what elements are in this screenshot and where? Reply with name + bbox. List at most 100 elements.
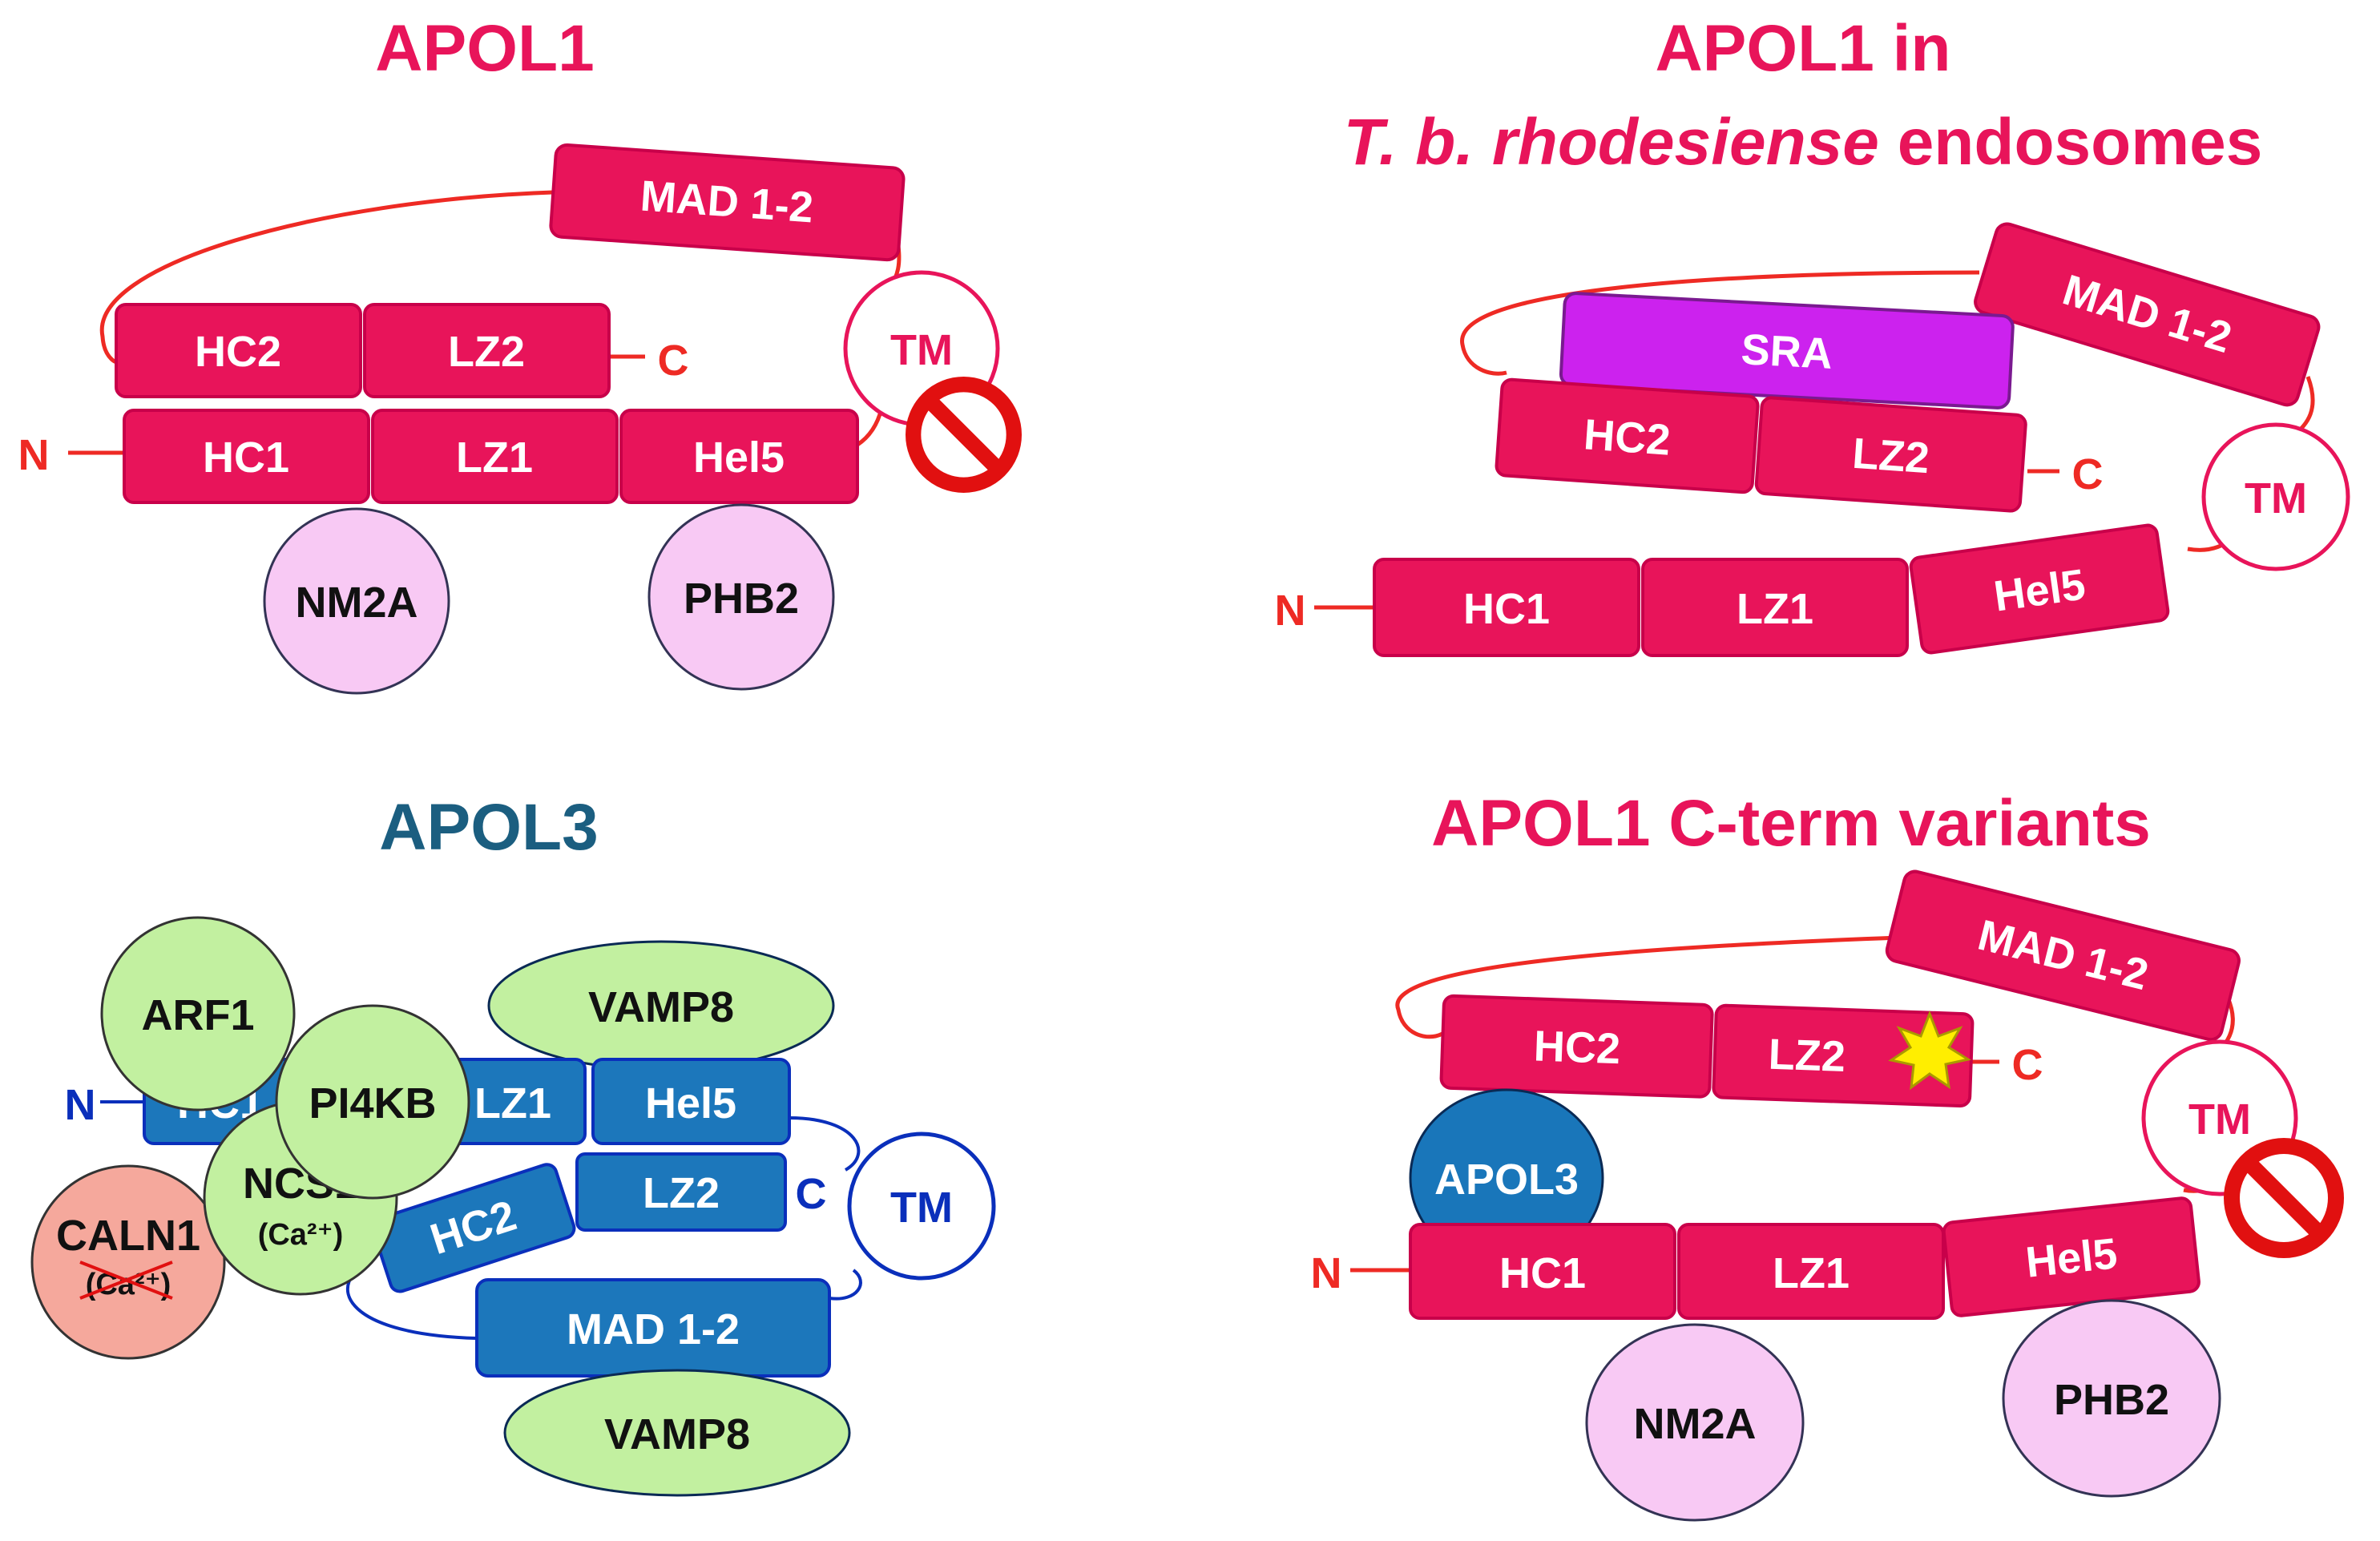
partner-arf1: ARF1	[100, 916, 296, 1111]
partner-phb2: PHB2	[647, 503, 835, 691]
domain-label: LZ2	[448, 328, 525, 376]
panel-apol3: APOL3 VAMP8 Hel5 LZ1 HC1 N LZ2 C HC2	[30, 791, 996, 1497]
title-rest: endosomes	[1879, 106, 2262, 179]
tm-label: TM	[2188, 1095, 2251, 1144]
panel-endosome: APOL1 in T. b. rhodesiense endosomes MAD…	[1275, 12, 2350, 657]
domain-label: HC1	[1463, 585, 1550, 633]
partner-label: NM2A	[295, 579, 418, 627]
partner-nm2a: NM2A	[1585, 1323, 1805, 1522]
domain-label: HC2	[195, 328, 281, 376]
domain-label: LZ1	[474, 1079, 551, 1128]
domain-hc1: HC1	[1373, 558, 1640, 657]
domain-label: HC1	[203, 434, 289, 482]
domain-label: LZ1	[1773, 1249, 1850, 1297]
domain-label: LZ2	[643, 1169, 720, 1217]
n-terminus-label: N	[1311, 1249, 1342, 1297]
domain-lz1: LZ1	[1677, 1223, 1945, 1320]
c-terminus-label: C	[2072, 450, 2104, 498]
species-name: T. b. rhodesiense	[1344, 106, 1879, 179]
n-terminus-label: N	[65, 1081, 96, 1129]
domain-lz1: LZ1	[371, 409, 619, 504]
loop-line	[1395, 935, 1900, 1039]
calcium-label: (Ca²⁺)	[86, 1268, 171, 1301]
tm-label: TM	[890, 1184, 953, 1232]
partner-label: PHB2	[2054, 1376, 2169, 1424]
partner-label: CALN1	[56, 1212, 200, 1260]
strike-line	[79, 1261, 173, 1300]
partner-phb2: PHB2	[2002, 1299, 2221, 1498]
domain-label: LZ1	[456, 434, 533, 482]
partner-vamp8-bottom: VAMP8	[503, 1369, 851, 1497]
domain-mad: MAD 1-2	[475, 1278, 831, 1378]
partner-label: ARF1	[141, 991, 254, 1039]
domain-lz1: LZ1	[1641, 558, 1909, 657]
domain-label: HC2	[1533, 1022, 1621, 1073]
domain-hc2: HC2	[371, 1163, 576, 1293]
partner-caln1: CALN1 (Ca²⁺)	[30, 1164, 226, 1360]
loop-line	[789, 1116, 861, 1172]
panel-title-line1: APOL1 in	[1655, 12, 1950, 85]
domain-label: HC1	[1499, 1249, 1586, 1297]
domain-mad: MAD 1-2	[1974, 222, 2321, 407]
domain-lz2: LZ2	[363, 303, 611, 398]
partner-label: PHB2	[684, 575, 799, 623]
domain-label: LZ1	[1737, 585, 1813, 633]
domain-hc2-lz2: HC2 LZ2	[1439, 994, 1975, 1108]
domain-hc1: HC1	[123, 409, 370, 504]
tm-label: TM	[2245, 474, 2307, 522]
domain-label: Hel5	[693, 434, 785, 482]
domain-label: LZ2	[1851, 430, 1931, 483]
partner-label: VAMP8	[604, 1410, 750, 1458]
calcium-label: (Ca²⁺)	[258, 1218, 344, 1252]
partner-label: PI4KB	[309, 1079, 436, 1128]
domain-label: HC2	[1582, 410, 1672, 464]
panel-apol1: APOL1 MAD 1-2 HC2 LZ2 C HC1 LZ1 Hel	[18, 12, 1015, 695]
c-terminus-label: C	[2012, 1041, 2043, 1089]
n-terminus-label: N	[18, 431, 50, 479]
domain-hel5: Hel5	[1909, 523, 2170, 655]
partner-apol3: APOL3	[1409, 1088, 1604, 1268]
loop-line	[829, 1269, 862, 1301]
panel-title: APOL1	[375, 12, 594, 85]
loop-line	[856, 408, 884, 447]
panel-title: APOL1 C-term variants	[1431, 787, 2151, 860]
domain-hc2	[1495, 377, 1760, 494]
partner-pi4kb: PI4KB	[275, 1004, 470, 1200]
partner-label: APOL3	[1434, 1156, 1579, 1204]
domain-label: LZ2	[1768, 1031, 1846, 1081]
domain-hc2: HC2	[115, 303, 362, 398]
domain-lz2: LZ2	[575, 1152, 787, 1232]
domain-lz2	[1754, 396, 2027, 513]
n-terminus-label: N	[1275, 587, 1306, 635]
domain-tm: TM	[847, 1132, 996, 1281]
domain-label: Hel5	[2023, 1229, 2120, 1287]
partner-nm2a: NM2A	[263, 507, 450, 695]
star-icon	[1888, 1010, 1971, 1091]
domain-mad: MAD 1-2	[549, 143, 906, 262]
domain-mad: MAD 1-2	[1885, 869, 2241, 1042]
panel-title: APOL3	[379, 791, 598, 864]
c-terminus-label: C	[796, 1170, 827, 1218]
domain-sra: SRA	[1559, 292, 2015, 409]
domain-label: SRA	[1740, 325, 1833, 378]
loop-line	[1460, 270, 1980, 376]
domain-label: MAD 1-2	[567, 1305, 740, 1353]
prohibited-icon	[914, 385, 1015, 486]
partner-vamp8-top: VAMP8	[487, 940, 835, 1071]
partner-label: NM2A	[1633, 1400, 1756, 1448]
domain-label: Hel5	[645, 1079, 736, 1128]
domain-hc1: HC1	[1409, 1223, 1676, 1320]
domain-hel5: Hel5	[591, 1058, 791, 1145]
partner-label: VAMP8	[588, 983, 734, 1031]
c-terminus-label: C	[658, 337, 689, 385]
domain-hc2	[1439, 994, 1714, 1099]
domain-tm: TM	[2201, 422, 2350, 571]
tm-label: TM	[890, 326, 953, 374]
domain-hel5: Hel5	[1942, 1196, 2200, 1317]
prohibited-icon	[2232, 1146, 2336, 1250]
panel-variants: APOL1 C-term variants MAD 1-2 HC2 LZ2 C …	[1311, 787, 2337, 1522]
loop-line	[99, 190, 554, 365]
domain-hel5: Hel5	[619, 409, 859, 504]
domain-hc2-lz2: HC2 LZ2	[1495, 377, 2027, 513]
